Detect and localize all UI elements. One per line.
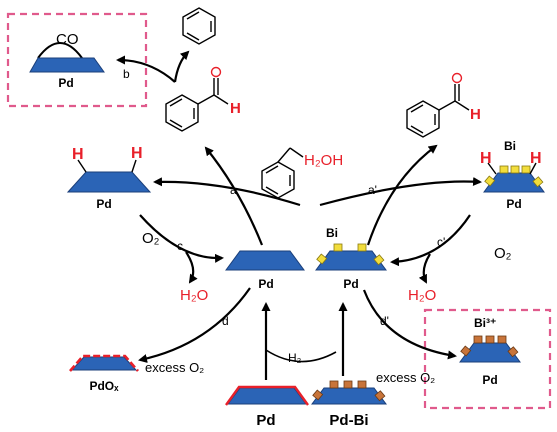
arrow-to-h2o-left bbox=[185, 251, 198, 284]
adsorbed-h-left-2: H bbox=[131, 145, 143, 162]
pd-bi-label-bottom: Pd-Bi bbox=[329, 412, 368, 429]
h2oh-label: H₂OH bbox=[304, 152, 343, 169]
aldehyde-h-left: H bbox=[230, 100, 241, 117]
pd-co-catalyst bbox=[29, 42, 105, 73]
arrow-step-a bbox=[153, 177, 301, 207]
h2o-label-left: H₂O bbox=[180, 287, 208, 304]
pd-h-catalyst bbox=[66, 159, 152, 193]
benzaldehyde-right bbox=[406, 84, 470, 138]
co-poisoning-box bbox=[6, 12, 148, 108]
excess-o2-label-right: excess O₂ bbox=[376, 370, 435, 385]
pd-catalyst-center bbox=[225, 250, 305, 271]
pdox-catalyst bbox=[69, 354, 139, 372]
arrow-step-a-prime bbox=[319, 177, 482, 207]
pd-bi-h-catalyst bbox=[483, 162, 545, 193]
aldehyde-h-right: H bbox=[470, 106, 481, 123]
pd-label-bottom: Pd bbox=[256, 412, 275, 429]
benzyl-alcohol-molecule bbox=[261, 147, 304, 199]
bi-label-right: Bi bbox=[504, 139, 516, 153]
adsorbed-h-left-1: H bbox=[72, 146, 84, 163]
o2-label-left: O₂ bbox=[142, 230, 160, 247]
arrow-step-d-prime bbox=[362, 289, 457, 360]
adsorbed-h-right-2: H bbox=[530, 150, 542, 167]
arrow-to-benzaldehyde-right bbox=[366, 144, 438, 246]
step-b-label: b bbox=[123, 67, 130, 81]
oxygen-left bbox=[210, 66, 222, 78]
benzaldehyde-left bbox=[165, 78, 229, 132]
step-d-prime-label: d' bbox=[380, 314, 389, 328]
pd-bi-oxidized-catalyst bbox=[459, 335, 521, 363]
arrow-step-c bbox=[139, 214, 224, 263]
fresh-pd-bi-catalyst bbox=[311, 380, 387, 405]
step-a-label: a bbox=[230, 183, 237, 197]
bi3-label: Bi³⁺ bbox=[474, 316, 496, 330]
pdox-label: PdOₓ bbox=[89, 379, 119, 393]
fresh-pd-catalyst bbox=[225, 385, 309, 406]
arrow-to-h2o-right bbox=[418, 253, 431, 284]
pd-bi-catalyst-center bbox=[315, 243, 387, 271]
benzene-molecule bbox=[182, 7, 216, 45]
h2-curve bbox=[265, 349, 337, 363]
arrow-to-benzene bbox=[173, 50, 190, 83]
excess-o2-label-left: excess O₂ bbox=[145, 360, 204, 375]
h2-label: H₂ bbox=[288, 351, 302, 365]
arrow-step-c-prime bbox=[390, 214, 471, 267]
step-c-label: c bbox=[177, 239, 183, 253]
o2-label-right: O₂ bbox=[494, 245, 512, 262]
h2o-label-right: H₂O bbox=[408, 287, 436, 304]
pd-label-bi-center: Pd bbox=[343, 277, 358, 291]
step-d-label: d bbox=[222, 314, 229, 328]
pd-label-bi-h: Pd bbox=[506, 197, 521, 211]
co-label: CO bbox=[56, 31, 79, 48]
arrow-step-d bbox=[138, 287, 251, 363]
pd-label-bi3: Pd bbox=[482, 373, 497, 387]
pd-label-h: Pd bbox=[96, 197, 111, 211]
arrow-to-benzaldehyde-left bbox=[204, 146, 264, 246]
bi-label-center: Bi bbox=[326, 226, 338, 240]
bi-oxidized-box bbox=[423, 308, 552, 410]
oxygen-right bbox=[451, 72, 463, 84]
arrow-step-b bbox=[116, 55, 176, 83]
pd-label-co: Pd bbox=[58, 76, 73, 90]
adsorbed-h-right-1: H bbox=[480, 150, 492, 167]
step-a-prime-label: a' bbox=[368, 183, 377, 197]
pd-label-center: Pd bbox=[258, 277, 273, 291]
step-c-prime-label: c' bbox=[437, 235, 445, 249]
